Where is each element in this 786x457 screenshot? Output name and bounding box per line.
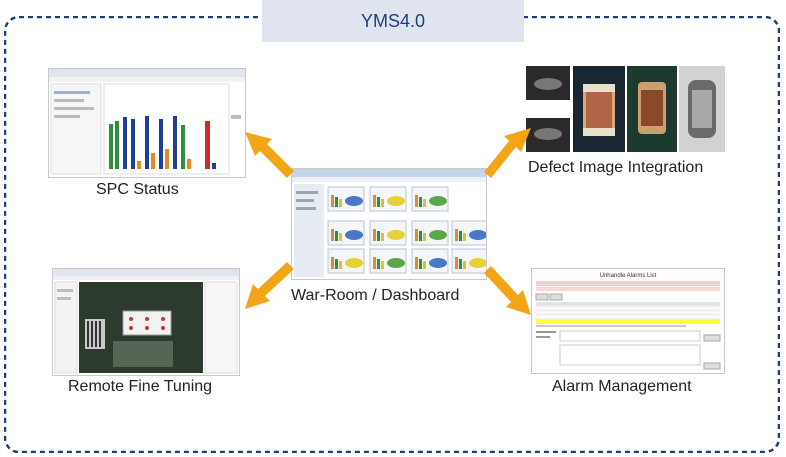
arrow-to-spc-icon <box>245 132 294 178</box>
yms-title: YMS4.0 <box>262 0 524 42</box>
arrow-to-defect-icon <box>484 128 531 178</box>
defect-image-label: Defect Image Integration <box>528 159 704 176</box>
arrow-to-remote-icon <box>245 262 294 309</box>
remote-tuning-label: Remote Fine Tuning <box>68 378 213 395</box>
spc-status-label: SPC Status <box>96 181 179 198</box>
alarm-window-title: Unhandle Alarms List <box>600 273 657 279</box>
defect-image-screenshot <box>526 66 725 152</box>
dashboard-screenshot <box>291 168 487 280</box>
arrow-to-alarm-icon <box>484 266 531 315</box>
alarm-management-screenshot: Unhandle Alarms List <box>531 268 725 374</box>
spc-status-screenshot <box>48 68 246 178</box>
remote-tuning-screenshot <box>52 268 240 376</box>
alarm-management-label: Alarm Management <box>552 378 692 395</box>
dashboard-label: War-Room / Dashboard <box>291 287 460 304</box>
